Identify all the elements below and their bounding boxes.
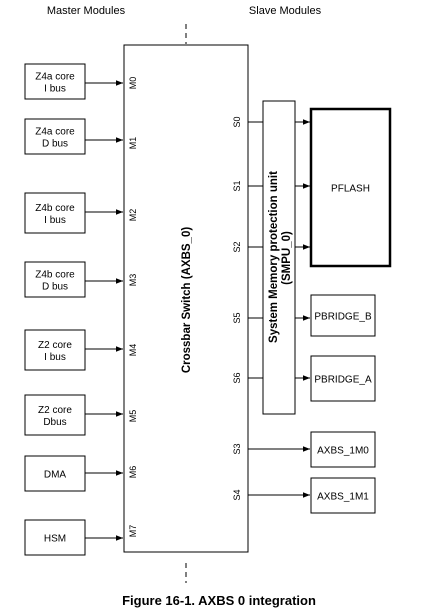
master-port-label: M3	[128, 274, 138, 287]
slave-port-s6: S6	[232, 372, 310, 384]
smpu-label-line2: (SMPU_0)	[281, 231, 293, 285]
slave-pbridge-b: PBRIDGE_B	[310, 294, 376, 337]
slave-port-s1: S1	[232, 180, 310, 192]
slave-label: PFLASH	[331, 184, 370, 195]
slave-label: AXBS_1M0	[317, 446, 369, 457]
slave-box	[310, 431, 376, 468]
master-box	[24, 329, 86, 371]
master-port-label: M1	[128, 137, 138, 150]
master-label: Z4a core	[35, 72, 75, 83]
slave-axbs-1m1: AXBS_1M1	[310, 477, 376, 514]
master-label: I bus	[44, 352, 66, 363]
slave-port-label: S2	[232, 241, 242, 252]
slave-box	[309, 107, 392, 268]
master-box	[24, 519, 86, 556]
master-label: Z2 core	[38, 405, 72, 416]
master-label: DMA	[44, 470, 67, 481]
crossbar-switch-box	[123, 44, 249, 553]
master-label: Z4b core	[35, 203, 75, 214]
slave-label: PBRIDGE_B	[314, 312, 372, 323]
slave-port-label: S1	[232, 180, 242, 191]
master-box	[24, 394, 86, 436]
master-box	[24, 261, 86, 298]
slave-port-label: S3	[232, 443, 242, 454]
slave-pflash: PFLASH	[309, 107, 392, 268]
slave-port-s4: S4	[232, 489, 310, 501]
slave-modules-header: Slave Modules	[249, 5, 322, 17]
slave-port-s5: S5	[232, 312, 310, 324]
master-label: I bus	[44, 84, 66, 95]
master-port-label: M6	[128, 466, 138, 479]
master-port-label: M4	[128, 344, 138, 357]
master-port-label: M2	[128, 209, 138, 222]
crossbar-switch-label: Crossbar Switch (AXBS_0)	[181, 227, 193, 374]
slave-port-label: S4	[232, 489, 242, 500]
slave-port-s2: S2	[232, 241, 310, 253]
master-box	[24, 192, 86, 234]
slave-port-label: S5	[232, 312, 242, 323]
master-label: Z4a core	[35, 127, 75, 138]
slave-modules: PFLASH PBRIDGE_B PBRIDGE_A AXBS_1M0AXBS_1M1…	[232, 107, 392, 514]
slave-label: AXBS_1M1	[317, 492, 369, 503]
master-dma: DMA M6	[24, 455, 138, 492]
master-port-label: M5	[128, 410, 138, 423]
master-label: I bus	[44, 215, 66, 226]
master-label: Z4b core	[35, 270, 75, 281]
figure-caption: Figure 16-1. AXBS 0 integration	[122, 593, 316, 608]
slave-port-label: S0	[232, 116, 242, 127]
master-box	[24, 63, 86, 100]
slave-box	[310, 355, 376, 402]
master-hsm: HSM M7	[24, 519, 138, 556]
master-label: D bus	[42, 282, 68, 293]
slave-box	[310, 294, 376, 337]
slave-label: PBRIDGE_A	[314, 375, 372, 386]
master-label: HSM	[44, 534, 66, 545]
smpu-label-line1: System Memory protection unit	[268, 171, 280, 343]
slave-axbs-1m0: AXBS_1M0	[310, 431, 376, 468]
slave-box	[310, 477, 376, 514]
slave-port-label: S6	[232, 372, 242, 383]
slave-port-s3: S3	[232, 443, 310, 455]
master-label: D bus	[42, 139, 68, 150]
slave-pbridge-a: PBRIDGE_A	[310, 355, 376, 402]
master-modules-header: Master Modules	[47, 5, 126, 17]
master-label: Dbus	[43, 417, 66, 428]
slave-port-s0: S0	[232, 116, 310, 128]
smpu-box	[262, 100, 296, 415]
master-box	[24, 118, 86, 155]
master-port-label: M0	[128, 77, 138, 90]
master-label: Z2 core	[38, 340, 72, 351]
master-port-label: M7	[128, 525, 138, 538]
master-box	[24, 455, 86, 492]
